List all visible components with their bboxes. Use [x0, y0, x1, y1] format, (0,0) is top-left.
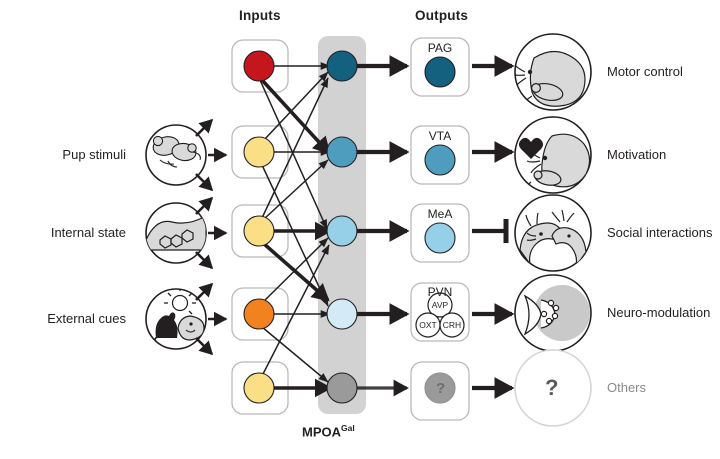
output-box-label-mea: MeA: [427, 207, 453, 221]
edge-in1-mpoa2: [260, 78, 331, 155]
output-box-label-pvn: PVN: [427, 285, 453, 299]
others-question-glyph: ?: [545, 375, 559, 400]
edge-in3-mpoa4: [261, 241, 330, 302]
edge-in2-mpoa1: [263, 71, 329, 141]
input-node-3: [243, 215, 275, 247]
inputs-heading: Inputs: [239, 8, 281, 23]
edge-in3-mpoa1: [261, 77, 329, 219]
mpoa-node-4: [326, 298, 358, 330]
outcome-label-motivation: Motivation: [607, 147, 667, 162]
output-node-mea: [424, 222, 456, 254]
output-node-pvn-cluster: [415, 292, 465, 338]
mpoa-group-label: MPOAGal: [302, 423, 355, 439]
edge-in4-mpoa5: [261, 326, 329, 383]
pvn-sub-label-oxt: OXT: [419, 320, 437, 330]
input-node-1: [243, 50, 275, 82]
source-label-external-cues: External cues: [47, 311, 126, 326]
pvn-crh-circle: [439, 312, 465, 338]
output-box-label-pag: PAG: [427, 41, 453, 55]
output-node-pag: [424, 56, 456, 88]
output-node-other: [424, 372, 456, 404]
others-icon-circle: [514, 349, 592, 427]
pvn-avp-circle: [427, 292, 453, 318]
output-node-vta: [424, 144, 456, 176]
internal-state-icon-group: [145, 202, 207, 264]
external-arrow-down: [195, 337, 214, 356]
internal-arrow-up: [195, 196, 214, 215]
edge-in3-mpoa2: [263, 159, 329, 220]
edge-in2-mpoa4: [261, 164, 329, 307]
input-node-4: [243, 298, 275, 330]
mpoa-node-2: [326, 136, 358, 168]
internal-arrow-down: [195, 251, 214, 270]
mpoa-group-label-text: MPOA: [302, 424, 341, 440]
input-node-2: [243, 136, 275, 168]
external-cues-icon-group: [145, 288, 207, 350]
external-arrow-up: [195, 282, 214, 301]
pvn-sub-label-crh: CRH: [442, 320, 462, 330]
social-interactions-icon-group: [514, 194, 592, 272]
mpoa-group-label-superscript: Gal: [341, 423, 355, 433]
output-node-other-glyph: ?: [436, 380, 446, 397]
source-label-internal-state: Internal state: [50, 225, 126, 240]
neuro-modulation-icon-group: [514, 274, 592, 352]
pup-stimuli-icon-group: [145, 124, 207, 186]
edge-in4-mpoa3: [262, 237, 329, 303]
motor-control-icon-group: [514, 33, 592, 111]
motivation-icon-group: [514, 116, 592, 194]
mpoa-node-5: [326, 372, 358, 404]
outcome-label-social-interactions: Social interactions: [607, 225, 713, 240]
source-label-pup-stimuli: Pup stimuli: [62, 147, 126, 162]
outcome-label-others: Others: [607, 380, 647, 395]
edge-in1-mpoa3: [259, 79, 328, 230]
mpoa-node-3: [326, 215, 358, 247]
outcome-label-neuro-modulation: Neuro-modulation: [607, 305, 711, 320]
edge-in5-mpoa3: [261, 244, 330, 377]
pup-arrow-up: [195, 118, 214, 137]
pup-arrow-down: [195, 173, 214, 192]
mpoa-node-1: [326, 50, 358, 82]
input-node-5: [243, 372, 275, 404]
outputs-heading: Outputs: [415, 8, 469, 23]
pvn-sub-label-avp: AVP: [431, 300, 449, 310]
heart-icon: [518, 137, 544, 159]
outcome-label-motor-control: Motor control: [607, 64, 683, 79]
output-box-label-vta: VTA: [428, 129, 452, 143]
